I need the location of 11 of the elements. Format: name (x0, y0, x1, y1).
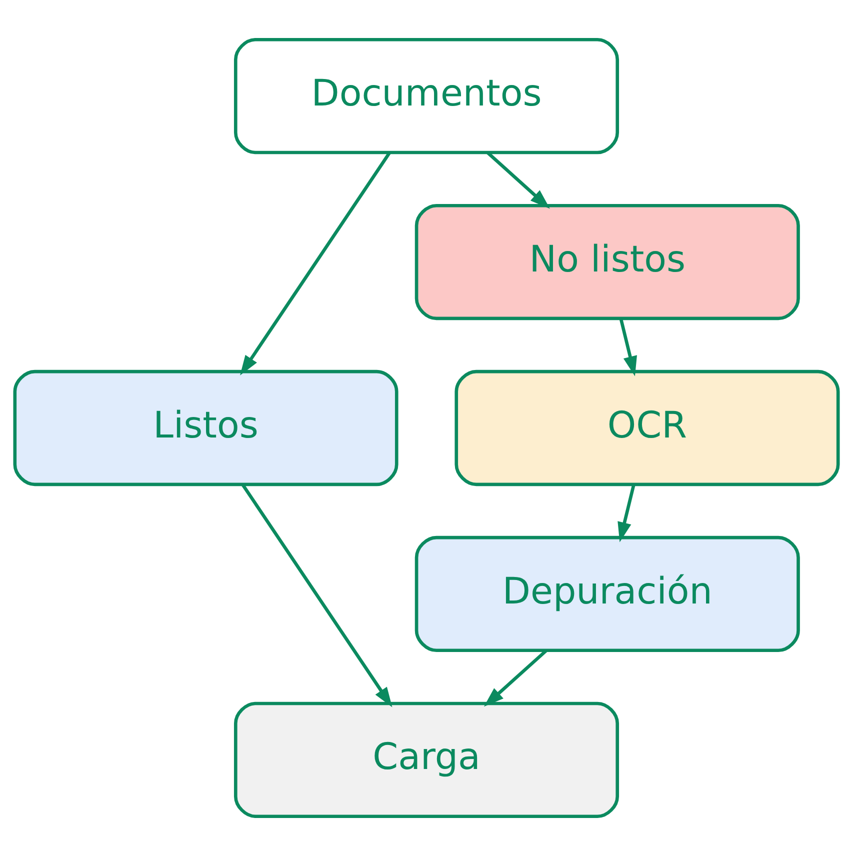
node-box: Listos (13, 369, 398, 486)
arrow (241, 483, 392, 707)
arrow (486, 151, 550, 208)
arrow (619, 318, 637, 376)
node-box: Documentos (234, 37, 620, 154)
node-box: Carga (234, 701, 620, 818)
arrow (618, 484, 636, 542)
arrow (240, 151, 391, 375)
node-box: No listos (414, 203, 800, 320)
node-box: OCR (454, 369, 840, 486)
node-box: Depuración (414, 535, 800, 652)
